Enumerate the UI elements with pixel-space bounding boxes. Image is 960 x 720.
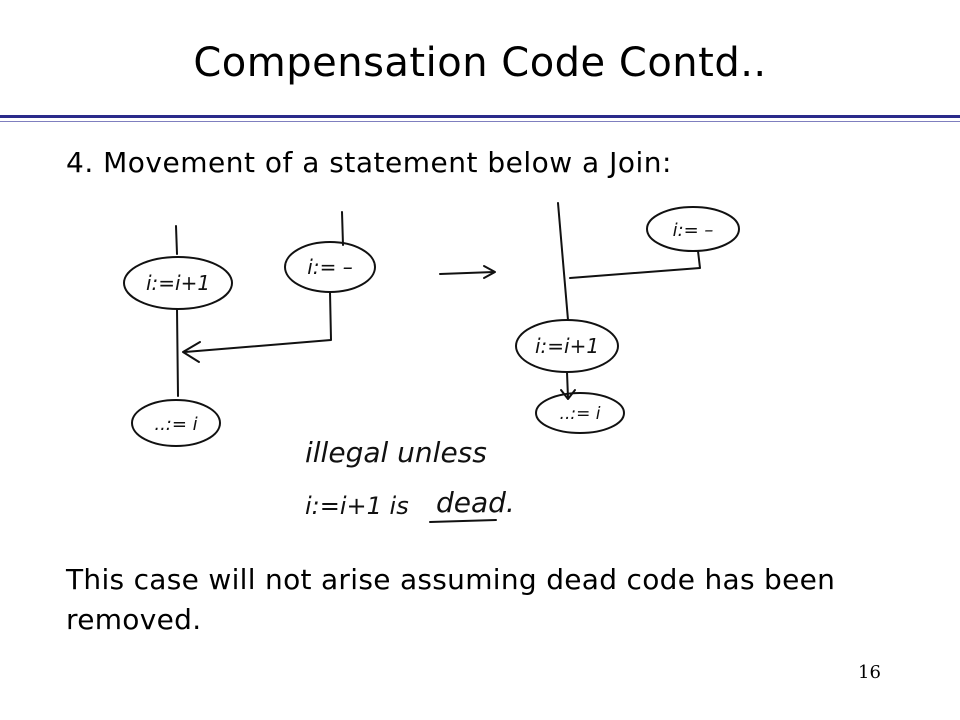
page-number: 16	[858, 662, 881, 683]
node-after-top-assign	[646, 206, 740, 252]
label-bottom-node: ..:= i	[154, 414, 197, 435]
title-rule	[0, 115, 960, 118]
edge-into-after-main	[557, 202, 569, 321]
transform-arrowhead	[483, 265, 496, 279]
join-arrowhead	[182, 341, 201, 363]
page-title: Compensation Code Contd..	[193, 40, 767, 86]
annotation-line2-prefix: i:=i+1 is	[305, 492, 409, 520]
transform-arrow	[439, 271, 495, 275]
annotation-line2-emph: dead.	[436, 486, 515, 519]
annotation-underline	[429, 519, 497, 523]
flow-diagram: i:=i+1 i:= – ..:= i i:= – i:=i+1 ..:= i …	[123, 202, 740, 523]
label-after-middle-node: i:=i+1	[535, 334, 599, 358]
label-left-node: i:=i+1	[146, 271, 210, 295]
explanation-note: This case will not arise assuming dead c…	[66, 563, 836, 636]
node-bottom-use	[131, 399, 221, 447]
section-heading: 4. Movement of a statement below a Join:	[66, 146, 672, 179]
label-right-node: i:= –	[307, 255, 352, 279]
label-after-bottom-node: ..:= i	[560, 404, 601, 424]
node-after-bottom-use	[535, 392, 625, 434]
edge-after-top-to-join	[569, 250, 701, 279]
edge-right-to-join	[184, 291, 332, 353]
title-rule-thin	[0, 121, 960, 122]
edge-left-to-bottom	[176, 308, 179, 397]
edge-into-left-node	[175, 225, 178, 255]
label-after-top-node: i:= –	[673, 220, 714, 241]
edge-into-right-node	[341, 211, 344, 246]
annotation-line1: illegal unless	[305, 436, 487, 469]
